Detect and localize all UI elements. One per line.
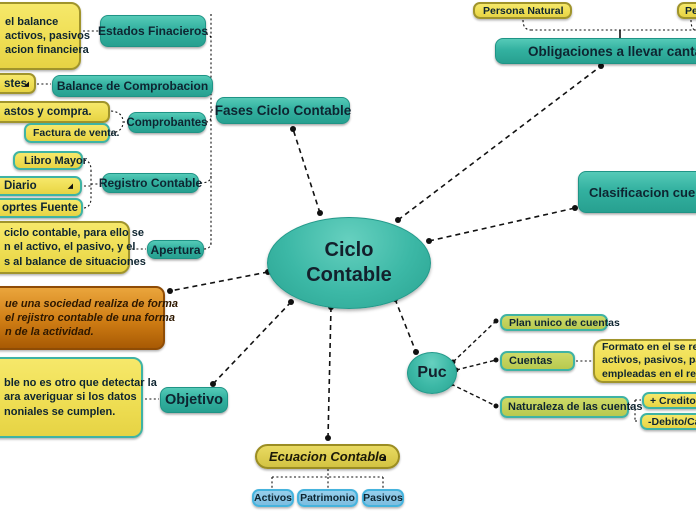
note-text: ble no es otro que detectar la ara averi…	[4, 377, 157, 418]
node-pasivos[interactable]: Pasivos	[362, 489, 404, 507]
central-topic-ciclo-contable[interactable]: Ciclo Contable	[267, 217, 431, 309]
node-label: Estados Finacieros	[97, 24, 209, 38]
central-topic-line2: Contable	[306, 264, 392, 286]
node-label: Obligaciones a llevar cantabili	[528, 43, 696, 59]
bracket-connectors	[37, 14, 696, 489]
node-puc[interactable]: Puc	[407, 352, 457, 394]
radial-connectors	[169, 65, 602, 439]
note-text: ue una sociedad realiza de forma el reji…	[5, 297, 179, 339]
node-label: + Creditos/	[650, 394, 696, 407]
note-estados-finacieros[interactable]: el balance activos, pasivos acion financ…	[0, 2, 90, 70]
note-definicion-ciclo[interactable]: ue una sociedad realiza de forma el reji…	[0, 286, 178, 350]
note-text: Formato en el se regis activos, pasivos,…	[602, 340, 696, 380]
node-naturaleza-de-las-cuentas[interactable]: Naturaleza de las cuentas	[500, 396, 643, 418]
node-estados-finacieros[interactable]: Estados Finacieros	[97, 15, 209, 47]
note-text: ciclo contable, para ello se n el activo…	[4, 227, 146, 268]
node-label: -Debito/Ca	[648, 415, 696, 428]
node-label: Plan unico de cuentas	[509, 316, 620, 329]
node-label: Cuentas	[509, 355, 553, 367]
node-label: Naturaleza de las cuentas	[508, 401, 643, 413]
node-label: Per	[685, 4, 696, 17]
node-label: astos y compra.	[4, 106, 92, 118]
node-label: Factura de venta.	[33, 127, 120, 139]
node-plan-unico-de-cuentas[interactable]: Plan unico de cuentas	[500, 314, 620, 331]
node-persona-2[interactable]: Per	[677, 2, 696, 19]
node-label: Diario	[4, 180, 37, 192]
node-soprtes-fuente[interactable]: oprtes Fuente	[0, 198, 83, 218]
note-text: el balance activos, pasivos acion financ…	[5, 15, 90, 57]
node-ajustes[interactable]: stes ◢	[0, 73, 36, 94]
node-label: Patrimonio	[300, 492, 355, 504]
node-clasificacion-cuentas[interactable]: Clasificacion cuent	[578, 171, 696, 213]
node-label: Pasivos	[363, 492, 403, 504]
node-label: Objetivo	[164, 392, 223, 408]
puc-connectors	[450, 320, 497, 407]
node-label: stes	[4, 77, 28, 90]
node-libro-mayor[interactable]: Libro Mayor	[13, 151, 87, 170]
node-comprobantes[interactable]: Comprobantes	[126, 112, 208, 133]
node-creditos[interactable]: + Creditos/	[642, 392, 696, 409]
node-obligaciones-llevar-contabilidad[interactable]: Obligaciones a llevar cantabili	[495, 38, 696, 64]
node-debito[interactable]: -Debito/Ca	[640, 413, 696, 430]
note-cuentas-formato[interactable]: Formato en el se regis activos, pasivos,…	[593, 339, 696, 383]
node-apertura[interactable]: Apertura	[147, 240, 204, 259]
node-label: Comprobantes	[126, 116, 208, 129]
node-factura-de-venta[interactable]: Factura de venta.	[24, 123, 119, 143]
node-label: Puc	[417, 364, 447, 381]
node-label: oprtes Fuente	[2, 202, 79, 214]
node-registro-contable[interactable]: Registro Contable	[98, 173, 203, 193]
central-topic-line1: Ciclo	[324, 239, 374, 261]
node-label: Persona Natural	[483, 4, 564, 17]
collapse-icon[interactable]: ◢	[67, 183, 73, 190]
node-label: Registro Contable	[98, 176, 203, 190]
collapse-icon[interactable]: ◢	[23, 81, 29, 88]
node-objetivo[interactable]: Objetivo	[160, 387, 228, 413]
node-label: Clasificacion cuent	[589, 184, 696, 200]
node-label: Balance de Comprobacion	[56, 79, 209, 93]
node-gastos-y-compra[interactable]: astos y compra.	[0, 101, 110, 123]
node-diario[interactable]: Diario ◢	[0, 176, 82, 196]
note-objetivo[interactable]: ble no es otro que detectar la ara averi…	[0, 357, 157, 438]
node-balance-de-comprobacion[interactable]: Balance de Comprobacion	[52, 75, 213, 97]
node-label: Activos	[254, 492, 292, 504]
node-fases-ciclo-contable[interactable]: Fases Ciclo Contable	[214, 97, 352, 124]
note-apertura[interactable]: ciclo contable, para ello se n el activo…	[0, 221, 146, 274]
node-activos[interactable]: Activos	[252, 489, 294, 507]
node-cuentas[interactable]: Cuentas	[500, 351, 575, 371]
node-ecuacion-contable[interactable]: Ecuacion Contable ◢	[255, 444, 400, 469]
node-label: Libro Mayor	[24, 154, 87, 167]
collapse-icon[interactable]: ◢	[380, 455, 386, 462]
node-label: Ecuacion Contable	[268, 449, 387, 464]
node-patrimonio[interactable]: Patrimonio	[297, 489, 358, 507]
node-label: Fases Ciclo Contable	[214, 103, 352, 118]
node-label: Apertura	[150, 242, 201, 257]
node-persona-natural[interactable]: Persona Natural	[473, 2, 572, 19]
